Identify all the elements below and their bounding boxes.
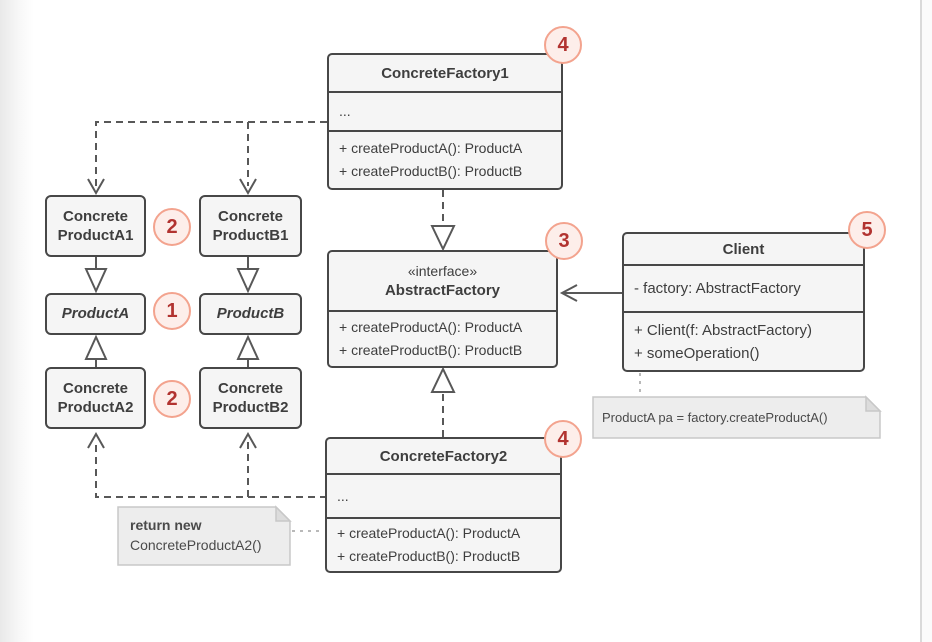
class-concrete-product-a2: Concrete ProductA2 xyxy=(45,367,146,429)
dependency-arrow-factory2-to-products xyxy=(87,431,327,498)
class-fields: ... xyxy=(327,473,560,517)
class-fields: - factory: AbstractFactory xyxy=(624,264,863,311)
badge-3: 3 xyxy=(545,222,583,260)
class-concrete-factory-1: ConcreteFactory1 ... + createProductA():… xyxy=(327,53,563,190)
interface-stereotype: «interface» xyxy=(407,263,478,279)
badge-2-top: 2 xyxy=(153,208,191,246)
class-abstract-factory: «interface» AbstractFactory + createProd… xyxy=(327,250,558,368)
class-methods: + createProductA(): ProductA + createPro… xyxy=(329,130,561,188)
note-connectors xyxy=(292,373,641,532)
badge-5: 5 xyxy=(848,211,886,249)
class-title: ConcreteFactory1 xyxy=(381,64,509,82)
note-shape-client-code xyxy=(592,395,882,439)
realization-arrow-factory2 xyxy=(430,366,456,437)
page-right-edge xyxy=(920,0,922,642)
class-methods: + Client(f: AbstractFactory) + someOpera… xyxy=(624,311,863,370)
class-fields: ... xyxy=(329,91,561,130)
class-title-name: AbstractFactory xyxy=(384,282,501,299)
class-methods: + createProductA(): ProductA + createPro… xyxy=(327,517,560,571)
class-concrete-product-b1: Concrete ProductB1 xyxy=(199,195,302,257)
class-concrete-product-b2: Concrete ProductB2 xyxy=(199,367,302,429)
badge-4-bottom: 4 xyxy=(544,420,582,458)
class-concrete-factory-2: ConcreteFactory2 ... + createProductA():… xyxy=(325,437,562,573)
class-title: «interface» AbstractFactory xyxy=(329,252,556,310)
badge-2-bottom: 2 xyxy=(153,380,191,418)
class-title: Client xyxy=(722,240,765,258)
page-right-strip xyxy=(922,0,932,642)
class-client: Client - factory: AbstractFactory + Clie… xyxy=(622,232,865,372)
class-product-a: ProductA xyxy=(45,293,146,335)
association-arrow-client-to-abstractfactory xyxy=(559,284,622,302)
class-title: ConcreteFactory2 xyxy=(379,447,508,465)
note-client-code: ProductA pa = factory.createProductA() xyxy=(602,410,828,425)
note-shape-return-new xyxy=(117,505,292,566)
dependency-arrow-factory1-to-products xyxy=(87,121,327,196)
note-return-new: return new ConcreteProductA2() xyxy=(130,517,262,553)
realization-arrow-factory1 xyxy=(430,190,456,252)
class-methods: + createProductA(): ProductA + createPro… xyxy=(329,310,556,366)
badge-4-top: 4 xyxy=(544,26,582,64)
class-concrete-product-a1: Concrete ProductA1 xyxy=(45,195,146,257)
generalization-arrows-bottom-products xyxy=(84,334,260,367)
badge-1: 1 xyxy=(153,292,191,330)
generalization-arrows-top-products xyxy=(84,257,260,294)
class-product-b: ProductB xyxy=(199,293,302,335)
